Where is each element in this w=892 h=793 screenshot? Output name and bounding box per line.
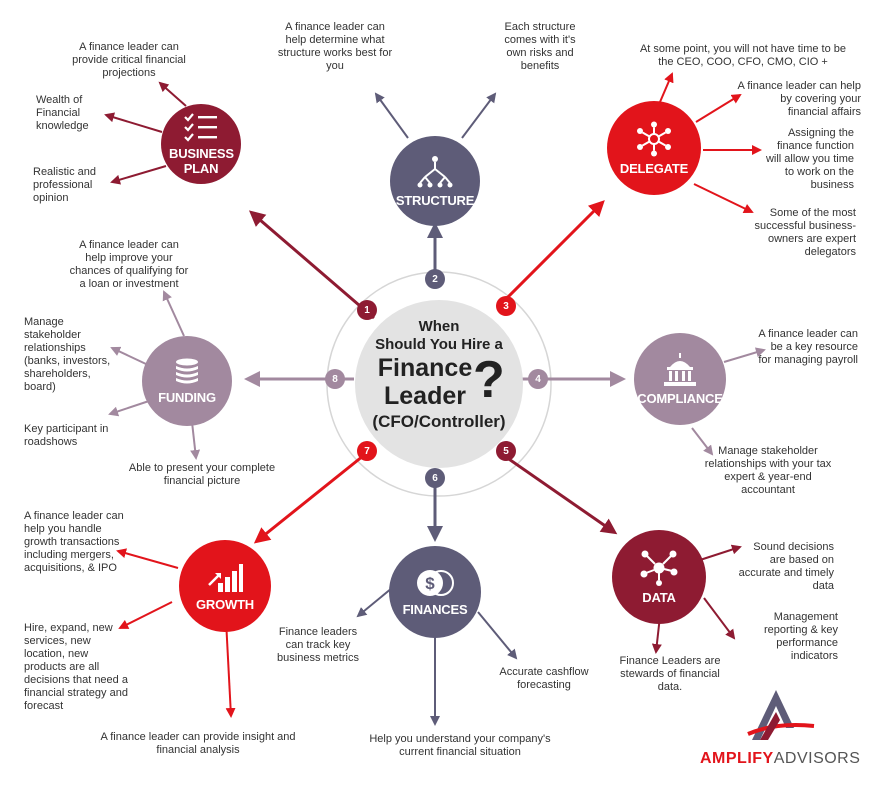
note-bp-opinion: Realistic and professional opinion xyxy=(33,166,96,204)
note-da-reporting: Management reporting & key performance i… xyxy=(764,611,838,662)
badge-5: 5 xyxy=(496,441,516,461)
center-line-should: Should You Hire a xyxy=(375,336,503,353)
finances-label: FINANCES xyxy=(402,601,468,617)
growth-label: GROWTH xyxy=(195,596,254,612)
note-gr-hire: Hire, expand, new services, new location… xyxy=(24,622,128,712)
compliance-label: COMPLIANCE xyxy=(637,390,723,406)
network-icon xyxy=(637,121,671,156)
brand-name: AMPLIFYADVISORS xyxy=(700,750,870,768)
center-line-leader: Leader xyxy=(384,382,466,410)
business-plan-label: BUSINESS PLAN xyxy=(169,146,234,176)
checklist-icon xyxy=(184,113,217,142)
node-funding: FUNDING xyxy=(142,336,232,426)
spoke-delegate xyxy=(498,200,605,307)
note-fu-qualify: A finance leader can help improve your c… xyxy=(69,239,189,290)
note-bp-wealth: Wealth of Financial knowledge xyxy=(36,94,89,132)
note-co-payroll: A finance leader can be a key resource f… xyxy=(758,328,858,366)
note-dl-delegators: Some of the most successful business-own… xyxy=(754,207,857,258)
svg-text:$: $ xyxy=(425,574,435,593)
badge-7: 7 xyxy=(357,441,377,461)
data-label: DATA xyxy=(642,589,676,605)
brand-name-light: ADVISORS xyxy=(773,750,861,767)
note-gr-transactions: A finance leader can help you handle gro… xyxy=(24,510,124,574)
center-line-finance: Finance xyxy=(377,354,473,382)
data-nodes-icon xyxy=(640,550,678,586)
delegate-label: DELEGATE xyxy=(619,160,689,176)
structure-label: STRUCTURE xyxy=(395,192,475,208)
spoke-business-plan xyxy=(248,210,375,320)
brand-name-bold: AMPLIFY xyxy=(700,750,774,767)
node-delegate: DELEGATE xyxy=(607,101,701,195)
badge-4: 4 xyxy=(528,369,548,389)
node-structure: STRUCTURE xyxy=(390,136,480,226)
center-line-when: When xyxy=(418,318,460,335)
note-gr-insight: A finance leader can provide insight and… xyxy=(100,731,296,756)
note-fu-picture: Able to present your complete financial … xyxy=(128,462,276,487)
note-da-decisions: Sound decisions are based on accurate an… xyxy=(738,541,834,592)
note-co-stakeholder: Manage stakeholder relationships with yo… xyxy=(704,445,832,496)
center-title-circle: When Should You Hire a Finance Leader ? … xyxy=(355,300,523,468)
note-st-determine: A finance leader can help determine what… xyxy=(277,21,393,72)
note-fi-metrics: Finance leaders can track key business m… xyxy=(277,626,359,664)
node-finances: $ FINANCES xyxy=(389,546,481,638)
note-fu-stakeholder: Manage stakeholder relationships (banks,… xyxy=(24,316,111,393)
center-line-cfo: (CFO/Controller) xyxy=(372,412,506,431)
note-bp-projections: A finance leader can provide critical fi… xyxy=(72,41,186,79)
badge-1: 1 xyxy=(357,300,377,320)
note-st-risks: Each structure comes with it's own risks… xyxy=(504,21,576,72)
growth-chart-icon xyxy=(208,563,243,592)
coins-icon: $ xyxy=(417,569,454,596)
note-dl-ceo: At some point, you will not have time to… xyxy=(639,43,847,68)
note-fi-cashflow: Accurate cashflow forecasting xyxy=(499,666,589,691)
badge-2: 2 xyxy=(425,269,445,289)
badge-8: 8 xyxy=(325,369,345,389)
node-data: DATA xyxy=(612,530,706,624)
note-fi-situation: Help you understand your company's curre… xyxy=(369,733,551,758)
hierarchy-icon xyxy=(417,155,453,187)
spoke-data xyxy=(502,453,618,535)
note-da-stewards: Finance Leaders are stewards of financia… xyxy=(619,655,721,693)
badge-3: 3 xyxy=(496,296,516,316)
badge-6: 6 xyxy=(425,468,445,488)
node-business-plan: BUSINESS PLAN xyxy=(161,104,241,184)
amplify-logo-icon xyxy=(747,690,815,740)
amplify-advisors-logo: AMPLIFYADVISORS xyxy=(700,688,870,770)
node-compliance: COMPLIANCE xyxy=(634,333,726,425)
note-fu-roadshows: Key participant in roadshows xyxy=(24,423,109,448)
spoke-growth xyxy=(253,450,369,544)
question-mark-icon: ? xyxy=(473,351,505,409)
coin-stack-icon xyxy=(176,358,198,383)
node-growth: GROWTH xyxy=(179,540,271,632)
funding-label: FUNDING xyxy=(158,389,216,405)
note-dl-assigning: Assigning the finance function will allo… xyxy=(765,127,854,191)
government-building-icon xyxy=(664,352,696,386)
note-dl-covering: A finance leader can help by covering yo… xyxy=(737,80,861,118)
